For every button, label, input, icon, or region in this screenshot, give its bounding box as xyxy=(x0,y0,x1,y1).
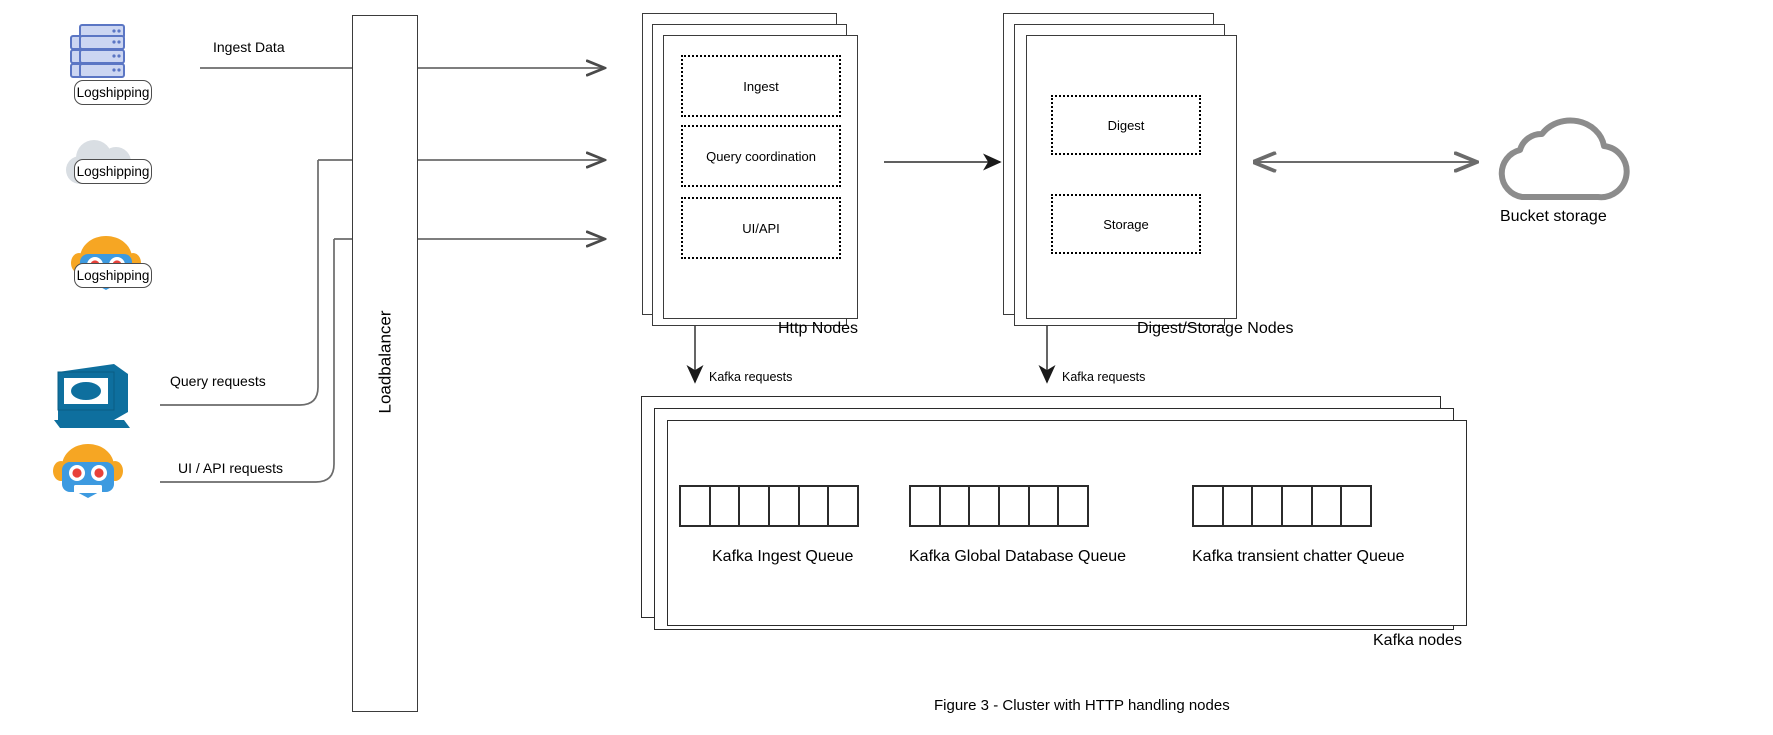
queue-cell xyxy=(1030,487,1060,525)
kafka-global-database-queue-label: Kafka Global Database Queue xyxy=(909,548,1127,565)
queue-cell xyxy=(1194,487,1224,525)
queue-cell xyxy=(970,487,1001,525)
kafka-ingest-queue-label: Kafka Ingest Queue xyxy=(712,548,854,565)
flow-label-ui-api-requests: UI / API requests xyxy=(178,460,284,476)
queue-cell xyxy=(911,487,941,525)
figure-caption: Figure 3 - Cluster with HTTP handling no… xyxy=(934,697,1230,714)
kafka-transient-chatter-queue[interactable] xyxy=(1192,485,1372,527)
source-label-logshipping-3: Logshipping xyxy=(74,263,152,288)
queue-cell xyxy=(1000,487,1030,525)
queue-cell xyxy=(941,487,971,525)
workstation-icon xyxy=(54,364,130,428)
robot-icon-lower xyxy=(53,444,123,498)
source-label-logshipping-2: Logshipping xyxy=(74,159,152,184)
pill-text: Logshipping xyxy=(76,268,150,283)
http-component-ui-api: UI/API xyxy=(681,197,841,259)
queue-cell xyxy=(1283,487,1313,525)
source-label-logshipping-1: Logshipping xyxy=(74,80,152,105)
digest-storage-nodes-label: Digest/Storage Nodes xyxy=(1137,320,1294,337)
http-component-ingest: Ingest xyxy=(681,55,841,117)
loadbalancer-box[interactable] xyxy=(352,15,418,712)
queue-cell xyxy=(1224,487,1254,525)
queue-cell xyxy=(681,487,711,525)
queue-cell xyxy=(1059,487,1087,525)
queue-cell xyxy=(1253,487,1284,525)
digest-component-storage: Storage xyxy=(1051,194,1201,254)
component-label: Digest xyxy=(1107,117,1145,133)
queue-cell xyxy=(800,487,830,525)
component-label: Ingest xyxy=(743,78,779,94)
pill-text: Logshipping xyxy=(76,85,150,100)
component-label: UI/API xyxy=(742,220,780,236)
queue-cell xyxy=(711,487,741,525)
digest-node-card-front[interactable] xyxy=(1026,35,1237,319)
queue-cell xyxy=(1313,487,1343,525)
component-label: Query coordination xyxy=(706,148,816,164)
flow-label-ingest-data: Ingest Data xyxy=(213,39,285,55)
kafka-transient-chatter-queue-label: Kafka transient chatter Queue xyxy=(1192,548,1405,565)
pill-text: Logshipping xyxy=(76,164,150,179)
bucket-storage-label: Bucket storage xyxy=(1500,208,1607,225)
queue-cell xyxy=(740,487,771,525)
kafka-ingest-queue[interactable] xyxy=(679,485,859,527)
loadbalancer-label: Loadbalancer xyxy=(375,310,395,414)
kafka-nodes-label: Kafka nodes xyxy=(1373,632,1462,649)
queue-cell xyxy=(770,487,800,525)
http-nodes-label: Http Nodes xyxy=(778,320,859,337)
digest-component-digest: Digest xyxy=(1051,95,1201,155)
cloud-icon-bucket-storage xyxy=(1498,117,1630,201)
flow-label-kafka-requests-digest: Kafka requests xyxy=(1062,370,1146,384)
flow-label-query-requests: Query requests xyxy=(170,373,266,389)
flow-label-kafka-requests-http: Kafka requests xyxy=(709,370,793,384)
http-component-query-coordination: Query coordination xyxy=(681,125,841,187)
component-label: Storage xyxy=(1103,216,1149,232)
queue-cell xyxy=(829,487,857,525)
kafka-global-database-queue[interactable] xyxy=(909,485,1089,527)
server-stack-icon xyxy=(70,24,125,78)
queue-cell xyxy=(1342,487,1370,525)
